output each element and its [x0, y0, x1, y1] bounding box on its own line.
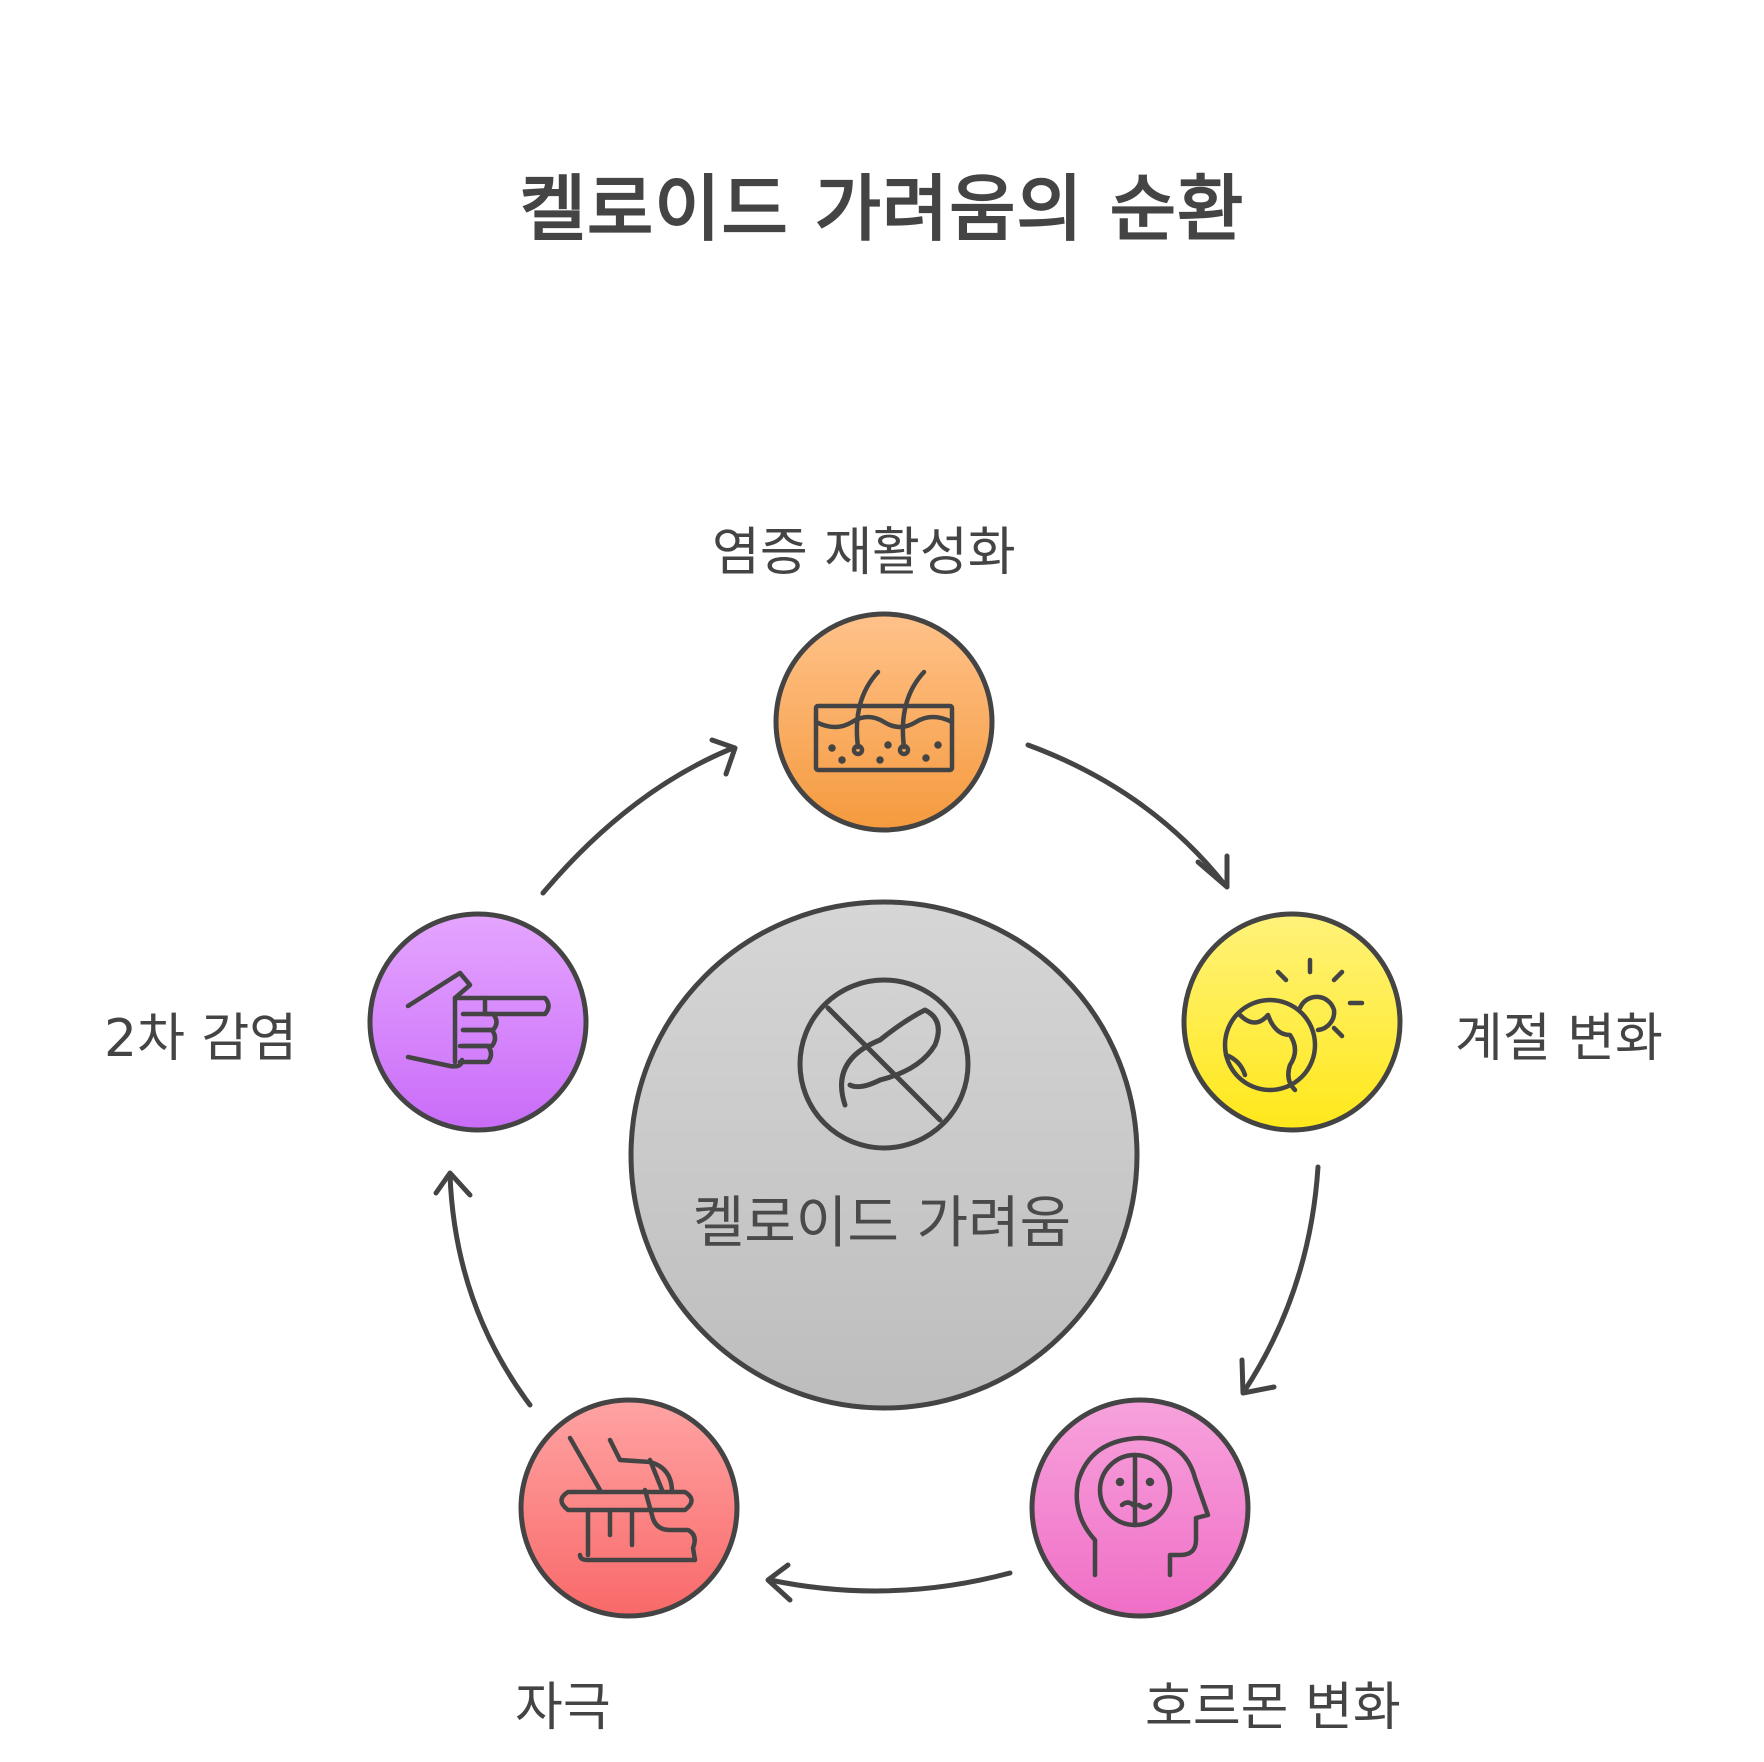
- node-season: [1181, 911, 1403, 1133]
- scratching-skin-icon: [559, 1435, 698, 1563]
- center-circle: [628, 899, 1140, 1411]
- pointing-hand-icon: [405, 970, 551, 1069]
- node-infection: [367, 911, 589, 1133]
- diagram-title: 켈로이드 가려움의 순환: [519, 167, 1245, 251]
- node-label-infection: 2차 감염: [104, 1009, 298, 1069]
- node-label-inflammation: 염증 재활성화: [712, 523, 1016, 583]
- node-inflammation: [773, 611, 995, 833]
- cycle-arrows: [433, 737, 1321, 1603]
- node-label-hormone: 호르몬 변화: [1145, 1678, 1401, 1738]
- no-leaf-icon: [797, 977, 971, 1151]
- center-node: [628, 899, 1140, 1411]
- skin-hair-icon: [813, 669, 955, 773]
- arrow-stimulus-to-infection: [433, 1170, 533, 1408]
- globe-sun-icon: [1222, 957, 1365, 1093]
- node-stimulus: [518, 1397, 740, 1619]
- head-face-icon: [1074, 1435, 1211, 1578]
- node-hormone: [1029, 1397, 1251, 1619]
- arrow-season-to-hormone: [1239, 1164, 1321, 1396]
- node-label-season: 계절 변화: [1455, 1009, 1663, 1069]
- center-label: 켈로이드 가려움: [692, 1191, 1072, 1256]
- arrow-infection-to-inflammation: [540, 737, 738, 896]
- node-circle: [367, 911, 589, 1133]
- arrow-hormone-to-stimulus: [765, 1562, 1013, 1603]
- node-label-stimulus: 자극: [515, 1678, 611, 1738]
- arrow-inflammation-to-season: [1025, 742, 1230, 890]
- node-circle: [1181, 911, 1403, 1133]
